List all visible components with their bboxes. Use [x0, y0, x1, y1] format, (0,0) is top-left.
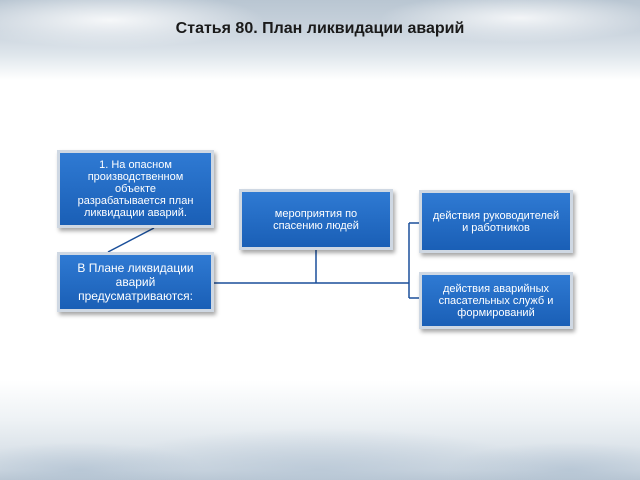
node-plan-development: 1. На опасном производственном объекте р… [57, 150, 214, 228]
connector-box1-box2 [107, 227, 155, 253]
node-rescue-measures: мероприятия по спасению людей [239, 189, 393, 250]
page-title: Статья 80. План ликвидации аварий [175, 20, 465, 37]
node-management-actions: действия руководителей и работников [419, 190, 573, 253]
node-plan-provisions: В Плане ликвидации аварий предусматриваю… [57, 252, 214, 312]
node-emergency-services-actions: действия аварийных спасательных служб и … [419, 272, 573, 329]
